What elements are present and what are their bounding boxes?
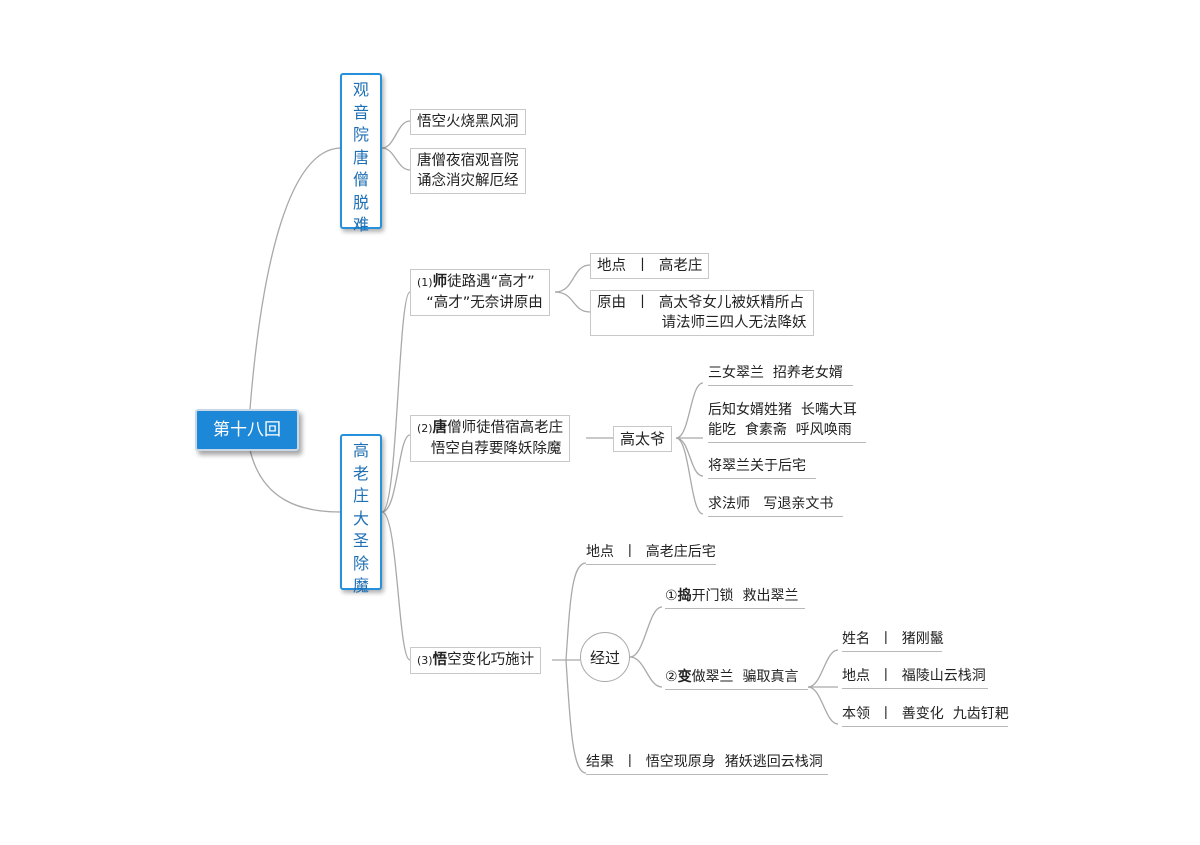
branch1-char: 难 xyxy=(352,215,369,234)
s1-place[interactable]: 地点 丨 高老庄 xyxy=(590,253,710,279)
s3-node[interactable]: (3)悟空变化巧施计 xyxy=(410,647,542,674)
branch1-char: 院 xyxy=(352,125,369,144)
b1-item-1[interactable]: 悟空火烧黑风洞 xyxy=(410,109,526,135)
s1-node[interactable]: (1)师徒路遇“高才” “高才”无奈讲原由 xyxy=(410,269,550,316)
s3-step-2[interactable]: ②变做翠兰 骗取真言 xyxy=(665,667,808,690)
detail-name[interactable]: 姓名 丨 猪刚鬣 xyxy=(842,629,944,652)
branch2-char: 高 xyxy=(352,441,369,460)
s2-item-1[interactable]: 三女翠兰 招养老女婿 xyxy=(708,363,853,386)
branch1-char: 音 xyxy=(352,102,369,122)
branch1-char: 僧 xyxy=(352,170,369,189)
branch2-char: 老 xyxy=(352,463,369,483)
branch2-char: 圣 xyxy=(352,531,369,550)
s3-num: (3) xyxy=(417,654,433,667)
s2-text: 僧师徒借宿高老庄 悟空自荐要降妖除魔 xyxy=(430,420,564,457)
s2-item-2[interactable]: 后知女婿姓猪 长嘴大耳 能吃 食素斋 呼风唤雨 xyxy=(708,400,866,443)
s2-item-4[interactable]: 求法师 写退亲文书 xyxy=(708,494,843,517)
branch1-char: 观 xyxy=(352,80,369,99)
s3-process-node[interactable]: 经过 xyxy=(580,632,630,682)
step2-num: ② xyxy=(665,669,678,685)
root-node[interactable]: 第十八回 xyxy=(195,409,299,451)
s2-item-3[interactable]: 将翠兰关于后宅 xyxy=(708,456,816,479)
s3-text: 空变化巧施计 xyxy=(447,652,535,668)
detail-place[interactable]: 地点 丨 福陵山云栈洞 xyxy=(842,666,988,689)
b1-item-2[interactable]: 唐僧夜宿观音院 诵念消灾解厄经 xyxy=(410,148,526,194)
s1-text: 徒路遇“高才” “高才”无奈讲原由 xyxy=(426,274,543,311)
branch-gaolaozhuang[interactable]: 高老庄大圣除魔 xyxy=(340,434,382,595)
step2-text: 做翠兰 骗取真言 xyxy=(691,669,799,685)
s3-place[interactable]: 地点 丨 高老庄后宅 xyxy=(586,542,716,565)
s2-node[interactable]: (2)唐僧师徒借宿高老庄 悟空自荐要降妖除魔 xyxy=(410,415,571,462)
s1-num: (1) xyxy=(417,276,433,289)
branch2-char: 魔 xyxy=(352,576,369,595)
branch2-char: 除 xyxy=(352,553,369,573)
s3-step-1[interactable]: ①捣开门锁 救出翠兰 xyxy=(665,586,805,609)
s2-num: (2) xyxy=(417,422,433,435)
s3-result[interactable]: 结果 丨 悟空现原身 猪妖逃回云栈洞 xyxy=(586,752,828,775)
branch2-char: 庄 xyxy=(352,486,369,505)
branch1-char: 脱 xyxy=(352,192,369,212)
s3-bold: 悟 xyxy=(432,652,448,668)
s1-bold: 师 xyxy=(432,274,448,290)
s1-reason[interactable]: 原由 丨 高太爷女儿被妖精所占 请法师三四人无法降妖 xyxy=(590,290,814,336)
s2-bold: 唐 xyxy=(432,420,448,436)
branch1-char: 唐 xyxy=(352,147,369,167)
branch-guanyinyuan[interactable]: 观音院唐僧脱难 xyxy=(340,73,382,234)
branch2-char: 大 xyxy=(352,508,369,528)
step1-text: 开门锁 救出翠兰 xyxy=(691,588,799,604)
step1-bold: 捣 xyxy=(677,588,692,604)
step1-num: ① xyxy=(665,588,678,604)
step2-bold: 变 xyxy=(677,669,692,685)
s2-mid-gaotaiye[interactable]: 高太爷 xyxy=(613,426,673,452)
detail-skill[interactable]: 本领 丨 善变化 九齿钉耙 xyxy=(842,704,1009,727)
